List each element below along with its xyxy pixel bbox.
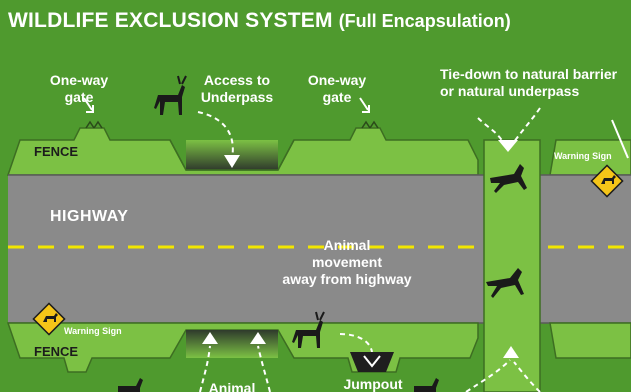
bottom-right-grass [549,322,631,359]
moose-icon [490,164,527,193]
label-gate-mid: One-way gate [307,72,367,105]
diagram-title: WILDLIFE EXCLUSION SYSTEM(Full Encapsula… [8,9,511,33]
tie-down-arrows [477,107,541,145]
jumpout-icon [350,352,394,372]
label-fence-top: FENCE [34,144,79,159]
label-warning-sign-top: Warning Sign [554,151,612,161]
arrow-icon [197,111,234,159]
deer-icon [292,311,325,348]
gate-pointer-left [83,97,94,113]
arrow-head [224,155,240,168]
one-way-gate-mid [361,120,379,129]
gate-pointer-mid [359,97,370,113]
label-warning-sign-bottom: Warning Sign [64,326,122,336]
title-sub: (Full Encapsulation) [338,11,511,31]
deer-icon [154,75,187,115]
label-tie-down: Tie-down to natural barrier or natural u… [440,66,618,99]
warning-sign-icon [32,302,66,336]
title-main: WILDLIFE EXCLUSION SYSTEM [8,9,333,32]
moose-icon [486,268,524,298]
label-animal-movement: Animal movement away from highway [282,237,412,287]
deer-icon [118,378,439,392]
warning-sign-icon [590,164,624,198]
bottom-arrow-heads [202,332,519,358]
label-animal-bottom: Animal [208,380,256,392]
label-fence-bottom: FENCE [34,344,79,359]
tie-down-arrow-head [498,140,518,152]
label-jumpout: Jumpout [343,376,403,392]
label-gate-left: One-way gate [49,72,109,105]
one-way-gate-left [85,120,103,129]
label-access-underpass: Access to Underpass [200,72,274,105]
label-highway: HIGHWAY [50,208,129,225]
